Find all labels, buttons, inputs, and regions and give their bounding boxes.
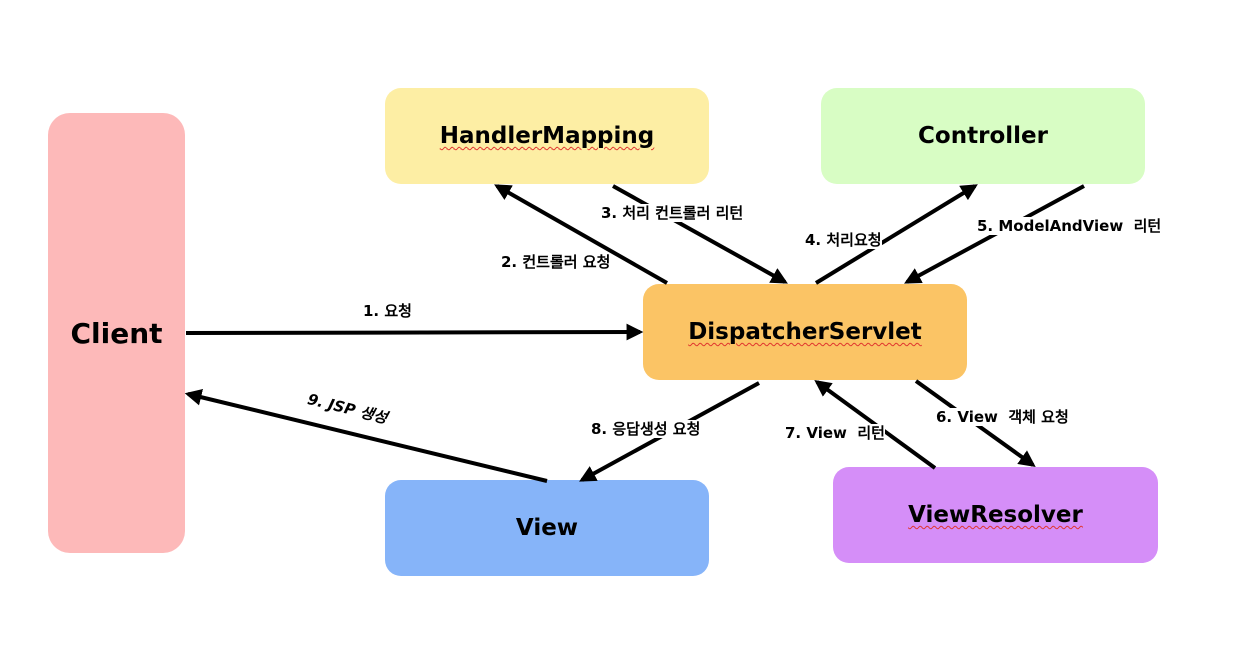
view-node: View (385, 480, 709, 576)
edge-label-4: 4. 처리요청 (805, 231, 882, 249)
arrow-1-request (185, 323, 644, 341)
edge-label-1: 1. 요청 (363, 302, 412, 320)
edge-label-2: 2. 컨트롤러 요청 (501, 253, 611, 271)
edge-label-8: 8. 응답생성 요청 (591, 420, 701, 438)
controller-label: Controller (918, 123, 1048, 149)
client-label: Client (70, 316, 163, 350)
arrow-3-controller-return (612, 184, 788, 284)
edge-label-5: 5. ModelAndView 리턴 (977, 217, 1162, 235)
handler-mapping-node: HandlerMapping (385, 88, 709, 184)
client-node: Client (48, 113, 185, 553)
handler-mapping-label: HandlerMapping (439, 123, 655, 149)
view-label: View (515, 515, 579, 541)
edge-label-3: 3. 처리 컨트롤러 리턴 (601, 204, 744, 222)
edge-label-6: 6. View 객체 요청 (936, 408, 1069, 426)
edge-label-7: 7. View 리턴 (785, 424, 885, 442)
dispatcher-servlet-label: DispatcherServlet (688, 319, 922, 345)
view-resolver-label: ViewResolver (908, 502, 1083, 528)
dispatcher-servlet-node: DispatcherServlet (643, 284, 967, 380)
controller-node: Controller (821, 88, 1145, 184)
view-resolver-node: ViewResolver (833, 467, 1158, 563)
edge-label-9: 9. JSP 생성 (305, 390, 390, 428)
